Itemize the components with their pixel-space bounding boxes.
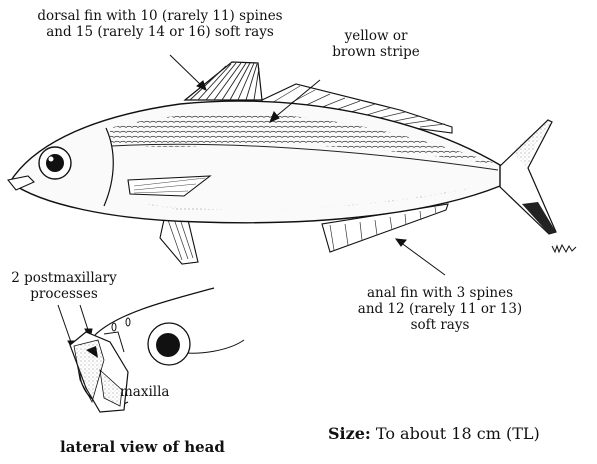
anal-fin-label-line2: and 12 (rarely 11 or 13) [340,301,540,317]
size-value: To about 18 cm (TL) [371,424,540,443]
anal-fin-label-line1: anal fin with 3 spines [340,285,540,301]
anal-fin-label: anal fin with 3 spines and 12 (rarely 11… [340,285,540,333]
stripe-label-line2: brown stripe [316,44,436,60]
dorsal-fin-label: dorsal fin with 10 (rarely 11) spines an… [8,8,312,40]
lateral-view-caption: lateral view of head [60,438,225,456]
dorsal-fin-label-line2: and 15 (rarely 14 or 16) soft rays [8,24,312,40]
anal-fin-label-line3: soft rays [340,317,540,333]
dorsal-fin-label-line1: dorsal fin with 10 (rarely 11) spines [8,8,312,24]
fish-eye [39,147,71,179]
postmaxillary-label-line2: processes [2,286,126,302]
postmaxillary-label-line1: 2 postmaxillary [2,270,126,286]
artist-signature [552,245,576,252]
size-line: Size: To about 18 cm (TL) [328,424,540,443]
size-label: Size: [328,424,371,443]
caudal-fin [498,120,556,234]
postmaxillary-label: 2 postmaxillary processes [2,270,126,302]
maxilla-label: maxilla [120,384,169,400]
stripe-label-line1: yellow or [316,28,436,44]
stripe-label: yellow or brown stripe [316,28,436,60]
